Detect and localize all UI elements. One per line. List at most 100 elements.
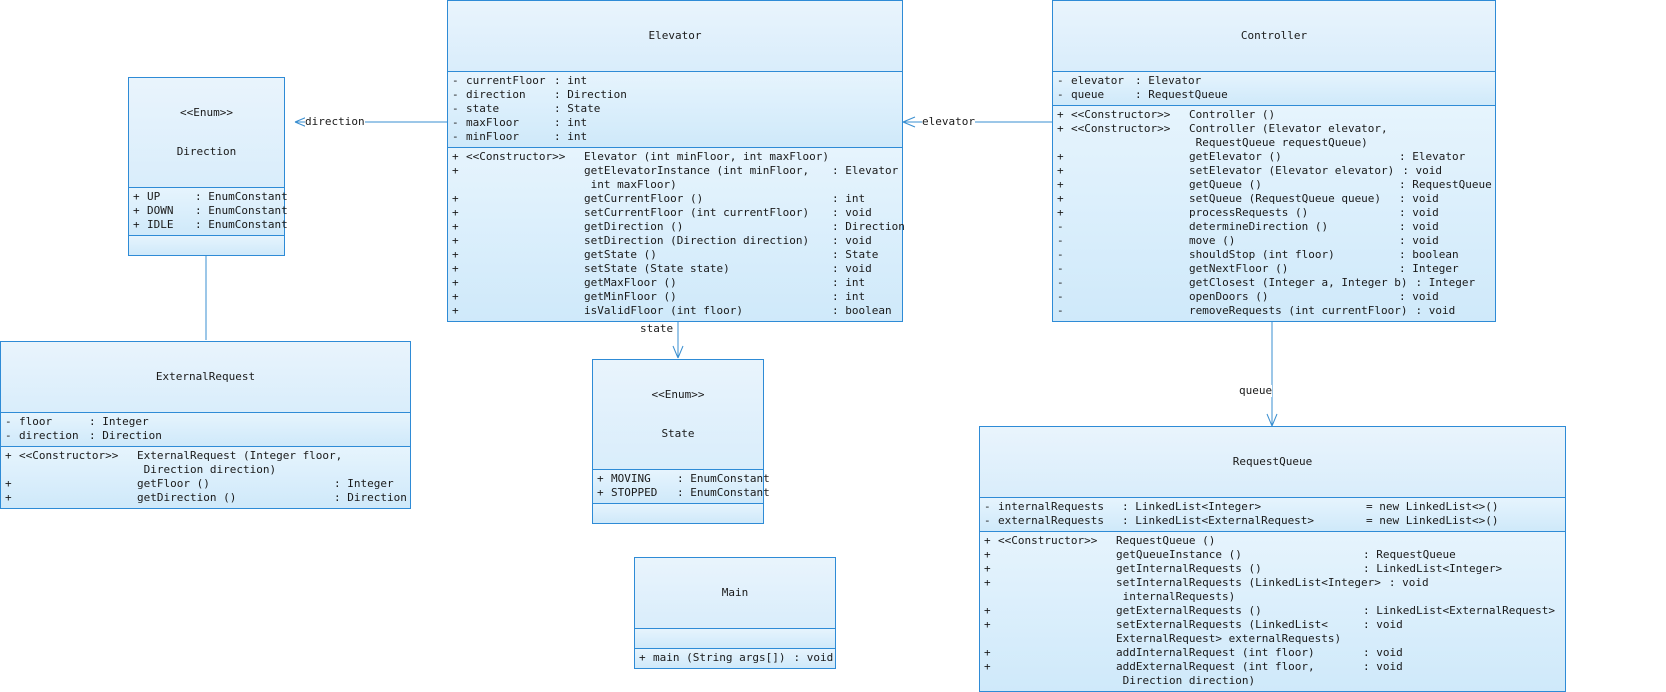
- visibility: +: [984, 576, 991, 589]
- class-box-elevator[interactable]: Elevator - currentFloor : int - directio…: [447, 0, 905, 322]
- operation-signature: getElevator (): [1189, 150, 1282, 163]
- visibility: -: [1057, 276, 1064, 289]
- visibility: +: [1057, 164, 1064, 177]
- attribute-row: + STOPPED : EnumConstant: [593, 486, 770, 500]
- class-box-externalrequest[interactable]: ExternalRequest - floor : Integer - dire…: [0, 341, 411, 509]
- operation-stereotype: <<Constructor>>: [998, 534, 1098, 547]
- visibility: +: [452, 248, 459, 261]
- operation-signature-line2: int maxFloor): [584, 178, 677, 191]
- operation-row: - move () : void: [1053, 234, 1495, 248]
- operation-row: + main (String args[]) : void: [635, 651, 835, 665]
- attribute-type: : int: [554, 74, 588, 87]
- operation-signature: isValidFloor (int floor): [584, 304, 743, 317]
- attributes-controller: - elevator : Elevator - queue : RequestQ…: [1053, 72, 1495, 106]
- operation-row: - openDoors () : void: [1053, 290, 1495, 304]
- class-name-controller: Controller: [1240, 29, 1308, 42]
- class-box-main[interactable]: Main + main (String args[]) : void: [634, 557, 836, 669]
- visibility: +: [1057, 206, 1064, 219]
- operation-signature-line2: Direction direction): [137, 463, 277, 476]
- class-title-elevator: Elevator: [448, 1, 902, 72]
- operation-row: + <<Constructor>> RequestQueue (): [980, 534, 1565, 548]
- operation-row: + getFloor () : Integer: [1, 477, 410, 491]
- class-box-state[interactable]: <<Enum>> State + MOVING : EnumConstant +…: [592, 359, 770, 524]
- operation-signature: getQueue (): [1189, 178, 1262, 191]
- operation-row: + <<Constructor>> Controller (): [1053, 108, 1495, 122]
- attribute-name: MOVING: [611, 472, 651, 485]
- operation-signature-line2: Direction direction): [1116, 674, 1256, 687]
- class-title-controller: Controller: [1053, 1, 1495, 72]
- visibility: +: [452, 304, 459, 317]
- visibility: +: [452, 234, 459, 247]
- class-stereotype-state: <<Enum>>: [651, 388, 705, 401]
- attributes-direction: + UP : EnumConstant + DOWN : EnumConstan…: [129, 188, 288, 236]
- visibility: -: [5, 415, 12, 428]
- attribute-type: : int: [554, 116, 588, 129]
- operation-row: - getClosest (Integer a, Integer b) : In…: [1053, 276, 1495, 290]
- operation-signature: Elevator (int minFloor, int maxFloor): [584, 150, 830, 163]
- attribute-type: : EnumConstant: [677, 486, 770, 499]
- operation-return-type: : void: [1363, 646, 1403, 659]
- operation-signature: processRequests (): [1189, 206, 1309, 219]
- visibility: +: [452, 276, 459, 289]
- visibility: -: [1057, 262, 1064, 275]
- operation-row: + setQueue (RequestQueue queue) : void: [1053, 192, 1495, 206]
- class-box-direction[interactable]: <<Enum>> Direction + UP : EnumConstant +…: [128, 77, 288, 256]
- edge-label-elevator: elevator: [922, 115, 975, 128]
- attribute-default-value: = new LinkedList<>(): [1366, 500, 1499, 513]
- operation-signature: getClosest (Integer a, Integer b): [1189, 276, 1408, 289]
- attribute-name: STOPPED: [611, 486, 658, 499]
- attribute-row: + IDLE : EnumConstant: [129, 218, 288, 232]
- class-name-externalrequest: ExternalRequest: [155, 370, 256, 383]
- operation-signature: setState (State state): [584, 262, 730, 275]
- operation-stereotype: <<Constructor>>: [1071, 122, 1171, 135]
- attribute-name: minFloor: [466, 130, 519, 143]
- operation-row: + <<Constructor>> ExternalRequest (Integ…: [1, 449, 410, 477]
- operation-row: + setState (State state) : void: [448, 262, 902, 276]
- attribute-row: - state : State: [448, 102, 902, 116]
- visibility: +: [984, 660, 991, 673]
- visibility: +: [597, 472, 604, 485]
- attribute-name: direction: [19, 429, 79, 442]
- operation-signature: ExternalRequest (Integer floor, Directio…: [137, 449, 342, 477]
- attribute-type: : EnumConstant: [195, 204, 288, 217]
- operation-row: + addInternalRequest (int floor) : void: [980, 646, 1565, 660]
- operations-controller: + <<Constructor>> Controller () + <<Cons…: [1053, 106, 1495, 321]
- operations-externalrequest: + <<Constructor>> ExternalRequest (Integ…: [1, 447, 410, 508]
- operation-signature-line1: setInternalRequests (LinkedList<Integer>: [1116, 576, 1381, 589]
- visibility: +: [1057, 150, 1064, 163]
- operation-row: - determineDirection () : void: [1053, 220, 1495, 234]
- visibility: +: [984, 618, 991, 631]
- operation-signature: addInternalRequest (int floor): [1116, 646, 1315, 659]
- class-title-requestqueue: RequestQueue: [980, 427, 1565, 498]
- arrowhead-elevator-state: [672, 345, 684, 359]
- class-name-direction: Direction: [176, 145, 237, 158]
- attribute-row: - elevator : Elevator: [1053, 74, 1495, 88]
- visibility: -: [452, 88, 459, 101]
- visibility: -: [984, 514, 991, 527]
- attribute-name: currentFloor: [466, 74, 546, 87]
- operation-signature-line2: RequestQueue requestQueue): [1189, 136, 1368, 149]
- attribute-row: + UP : EnumConstant: [129, 190, 288, 204]
- visibility: -: [452, 102, 459, 115]
- attribute-name: direction: [466, 88, 526, 101]
- operation-signature: addExternalRequest (int floor, Direction…: [1116, 660, 1355, 688]
- operation-return-type: : void: [1399, 290, 1439, 303]
- class-title-state: <<Enum>> State: [593, 360, 763, 470]
- operation-stereotype: <<Constructor>>: [466, 150, 566, 163]
- operation-return-type: : int: [832, 290, 866, 303]
- operation-signature: getCurrentFloor (): [584, 192, 704, 205]
- operation-signature: openDoors (): [1189, 290, 1269, 303]
- visibility: +: [133, 204, 140, 217]
- operation-row: + getState () : State: [448, 248, 902, 262]
- operation-signature: getMinFloor (): [584, 290, 677, 303]
- operation-row: + <<Constructor>> Elevator (int minFloor…: [448, 150, 902, 164]
- class-box-requestqueue[interactable]: RequestQueue - internalRequests : Linked…: [979, 426, 1566, 692]
- visibility: +: [452, 206, 459, 219]
- operation-stereotype: <<Constructor>>: [1071, 108, 1171, 121]
- attribute-type: : Elevator: [1135, 74, 1202, 87]
- visibility: +: [1057, 192, 1064, 205]
- visibility: +: [984, 562, 991, 575]
- visibility: -: [1057, 220, 1064, 233]
- class-box-controller[interactable]: Controller - elevator : Elevator - queue…: [1052, 0, 1496, 322]
- operation-row: + isValidFloor (int floor) : boolean: [448, 304, 902, 318]
